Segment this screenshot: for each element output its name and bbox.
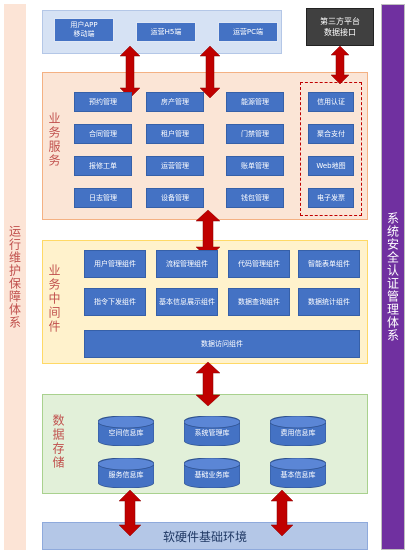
middleware-component: 流程管理组件 (156, 250, 218, 278)
business-service-box: 租户管理 (146, 124, 204, 144)
right-bar-label: 系统安全认证管理体系 (385, 212, 400, 342)
database-label: 费用信息库 (280, 429, 316, 437)
right-bar: 系统安全认证管理体系 (381, 4, 405, 550)
business-service-box: 能源管理 (226, 92, 284, 112)
middleware-component: 指令下发组件 (84, 288, 146, 316)
left-bar: 运行维护保障体系 (4, 4, 26, 550)
database-label: 基础业务库 (194, 471, 230, 479)
external-service-box: Web地图 (308, 156, 354, 176)
business-service-box: 运营管理 (146, 156, 204, 176)
middleware-title: 业务中间件 (47, 264, 61, 334)
business-service-box: 门禁管理 (226, 124, 284, 144)
database-cylinder: 系统管理库 (184, 416, 240, 446)
database-cylinder: 基本信息库 (270, 458, 326, 488)
business-service-box: 账单管理 (226, 156, 284, 176)
database-label: 空间信息库 (108, 429, 144, 437)
database-label: 服务信息库 (108, 471, 144, 479)
business-service-box: 设备管理 (146, 188, 204, 208)
channel-app: 用户APP 移动端 (54, 18, 114, 42)
business-service-box: 日志管理 (74, 188, 132, 208)
middleware-component: 数据查询组件 (228, 288, 290, 316)
channel-h5: 运营H5端 (136, 22, 196, 42)
middleware-component: 数据统计组件 (298, 288, 360, 316)
business-service-box: 房产管理 (146, 92, 204, 112)
foundation-bar: 软硬件基础环境 (42, 522, 368, 550)
business-service-box: 合同管理 (74, 124, 132, 144)
database-cylinder: 服务信息库 (98, 458, 154, 488)
third-party-box: 第三方平台 数据接口 (306, 8, 374, 46)
database-label: 系统管理库 (194, 429, 230, 437)
external-service-box: 信用认证 (308, 92, 354, 112)
middleware-component: 智能表单组件 (298, 250, 360, 278)
data-access-component: 数据访问组件 (84, 330, 360, 358)
data-storage-title: 数据存储 (51, 414, 65, 470)
business-services-title: 业务服务 (47, 112, 61, 168)
database-cylinder: 基础业务库 (184, 458, 240, 488)
middleware-component: 用户管理组件 (84, 250, 146, 278)
middleware-component: 基本信息展示组件 (156, 288, 218, 316)
left-bar-label: 运行维护保障体系 (7, 225, 22, 329)
business-service-box: 钱包管理 (226, 188, 284, 208)
external-service-box: 聚合支付 (308, 124, 354, 144)
business-service-box: 预约管理 (74, 92, 132, 112)
middleware-component: 代码管理组件 (228, 250, 290, 278)
business-service-box: 报修工单 (74, 156, 132, 176)
database-cylinder: 费用信息库 (270, 416, 326, 446)
external-service-box: 电子发票 (308, 188, 354, 208)
channel-pc: 运营PC端 (218, 22, 278, 42)
database-cylinder: 空间信息库 (98, 416, 154, 446)
database-label: 基本信息库 (280, 471, 316, 479)
